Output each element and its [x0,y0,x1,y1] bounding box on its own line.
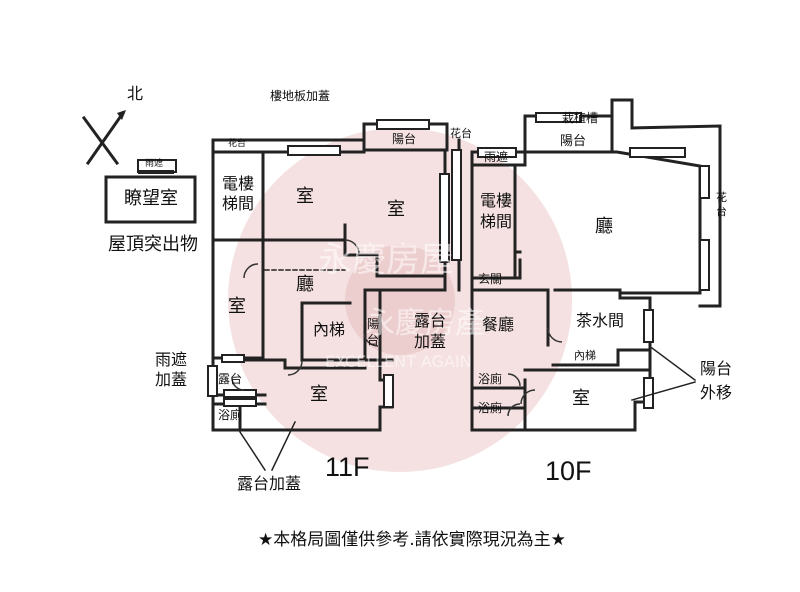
f11-rain-cover-1: 雨遮 [155,350,188,369]
f11-balcony-top: 陽台 [392,132,417,146]
watermark-brand: 永慶房產 [365,306,485,341]
watermark-slogan: EXCELLENT AGAIN [325,352,472,371]
watermark-logo-disc [345,245,455,355]
f11-room-left: 室 [228,296,246,317]
f10-bath-1: 浴廁 [478,372,503,386]
f10-level-label: 10F [545,456,592,486]
f11-terrace-1: 露台 [414,311,447,330]
f10-balcony-move-2: 外移 [700,383,733,402]
f11-room-bottom: 室 [310,384,328,405]
f10-tea-room: 茶水間 [576,311,625,330]
f11-floor-cover-note: 樓地板加蓋 [270,89,331,103]
f11-bath: 浴廁 [218,408,243,422]
f11-hall: 廳 [296,274,314,295]
f10-planter: 栽植槽 [562,111,599,125]
f11-room-a: 室 [296,186,314,207]
f11-flower-bed: 花台 [228,139,247,149]
north-label: 北 [127,84,144,103]
f11-balcony-small-2: 台 [367,333,380,347]
f10-living: 廳 [595,216,613,237]
f10-inner-stair: 內梯 [574,349,596,362]
f11-flower-side: 花台 [450,127,472,140]
roof-caption: 屋頂突出物 [108,234,198,255]
f11-terrace-small: 露台 [218,372,243,386]
f11-inner-stair: 內梯 [313,320,346,339]
roof-room-label: 瞭望室 [124,188,178,209]
f11-balcony-small-1: 陽 [367,317,380,331]
f10-elevator-2: 梯間 [480,212,513,231]
f11-room-b: 室 [387,199,405,220]
f11-terrace-cover-note: 露台加蓋 [237,474,302,493]
roof-lookout-room [104,175,197,224]
f11-terrace-2: 加蓋 [414,332,447,351]
f10-rain-cover: 雨遮 [484,150,509,164]
disclaimer-text: ★本格局圖僅供參考.請依實際現況為主★ [258,530,566,550]
f10-bath-2: 浴廁 [478,401,503,415]
f10-balcony-top: 陽台 [560,134,587,149]
f11-rain-cover-2: 加蓋 [155,370,188,389]
roof-window-tag: 雨遮 [145,159,164,169]
f10-foyer: 玄關 [478,272,503,286]
floor-10-walls [470,98,722,432]
f11-level-label: 11F [325,452,370,482]
f10-room: 室 [572,388,590,409]
f11-elevator-1: 電樓 [222,174,255,193]
f10-flower-2: 台 [716,205,727,218]
f10-flower-1: 花 [716,191,727,204]
f10-dining: 餐廳 [482,315,515,334]
f10-balcony-move-1: 陽台 [700,359,733,378]
f11-elevator-2: 梯間 [222,194,255,213]
compass-arrow-icon [81,110,126,166]
f10-elevator-1: 電樓 [480,191,513,210]
watermark-logo: 永慶房屋 [318,240,454,280]
